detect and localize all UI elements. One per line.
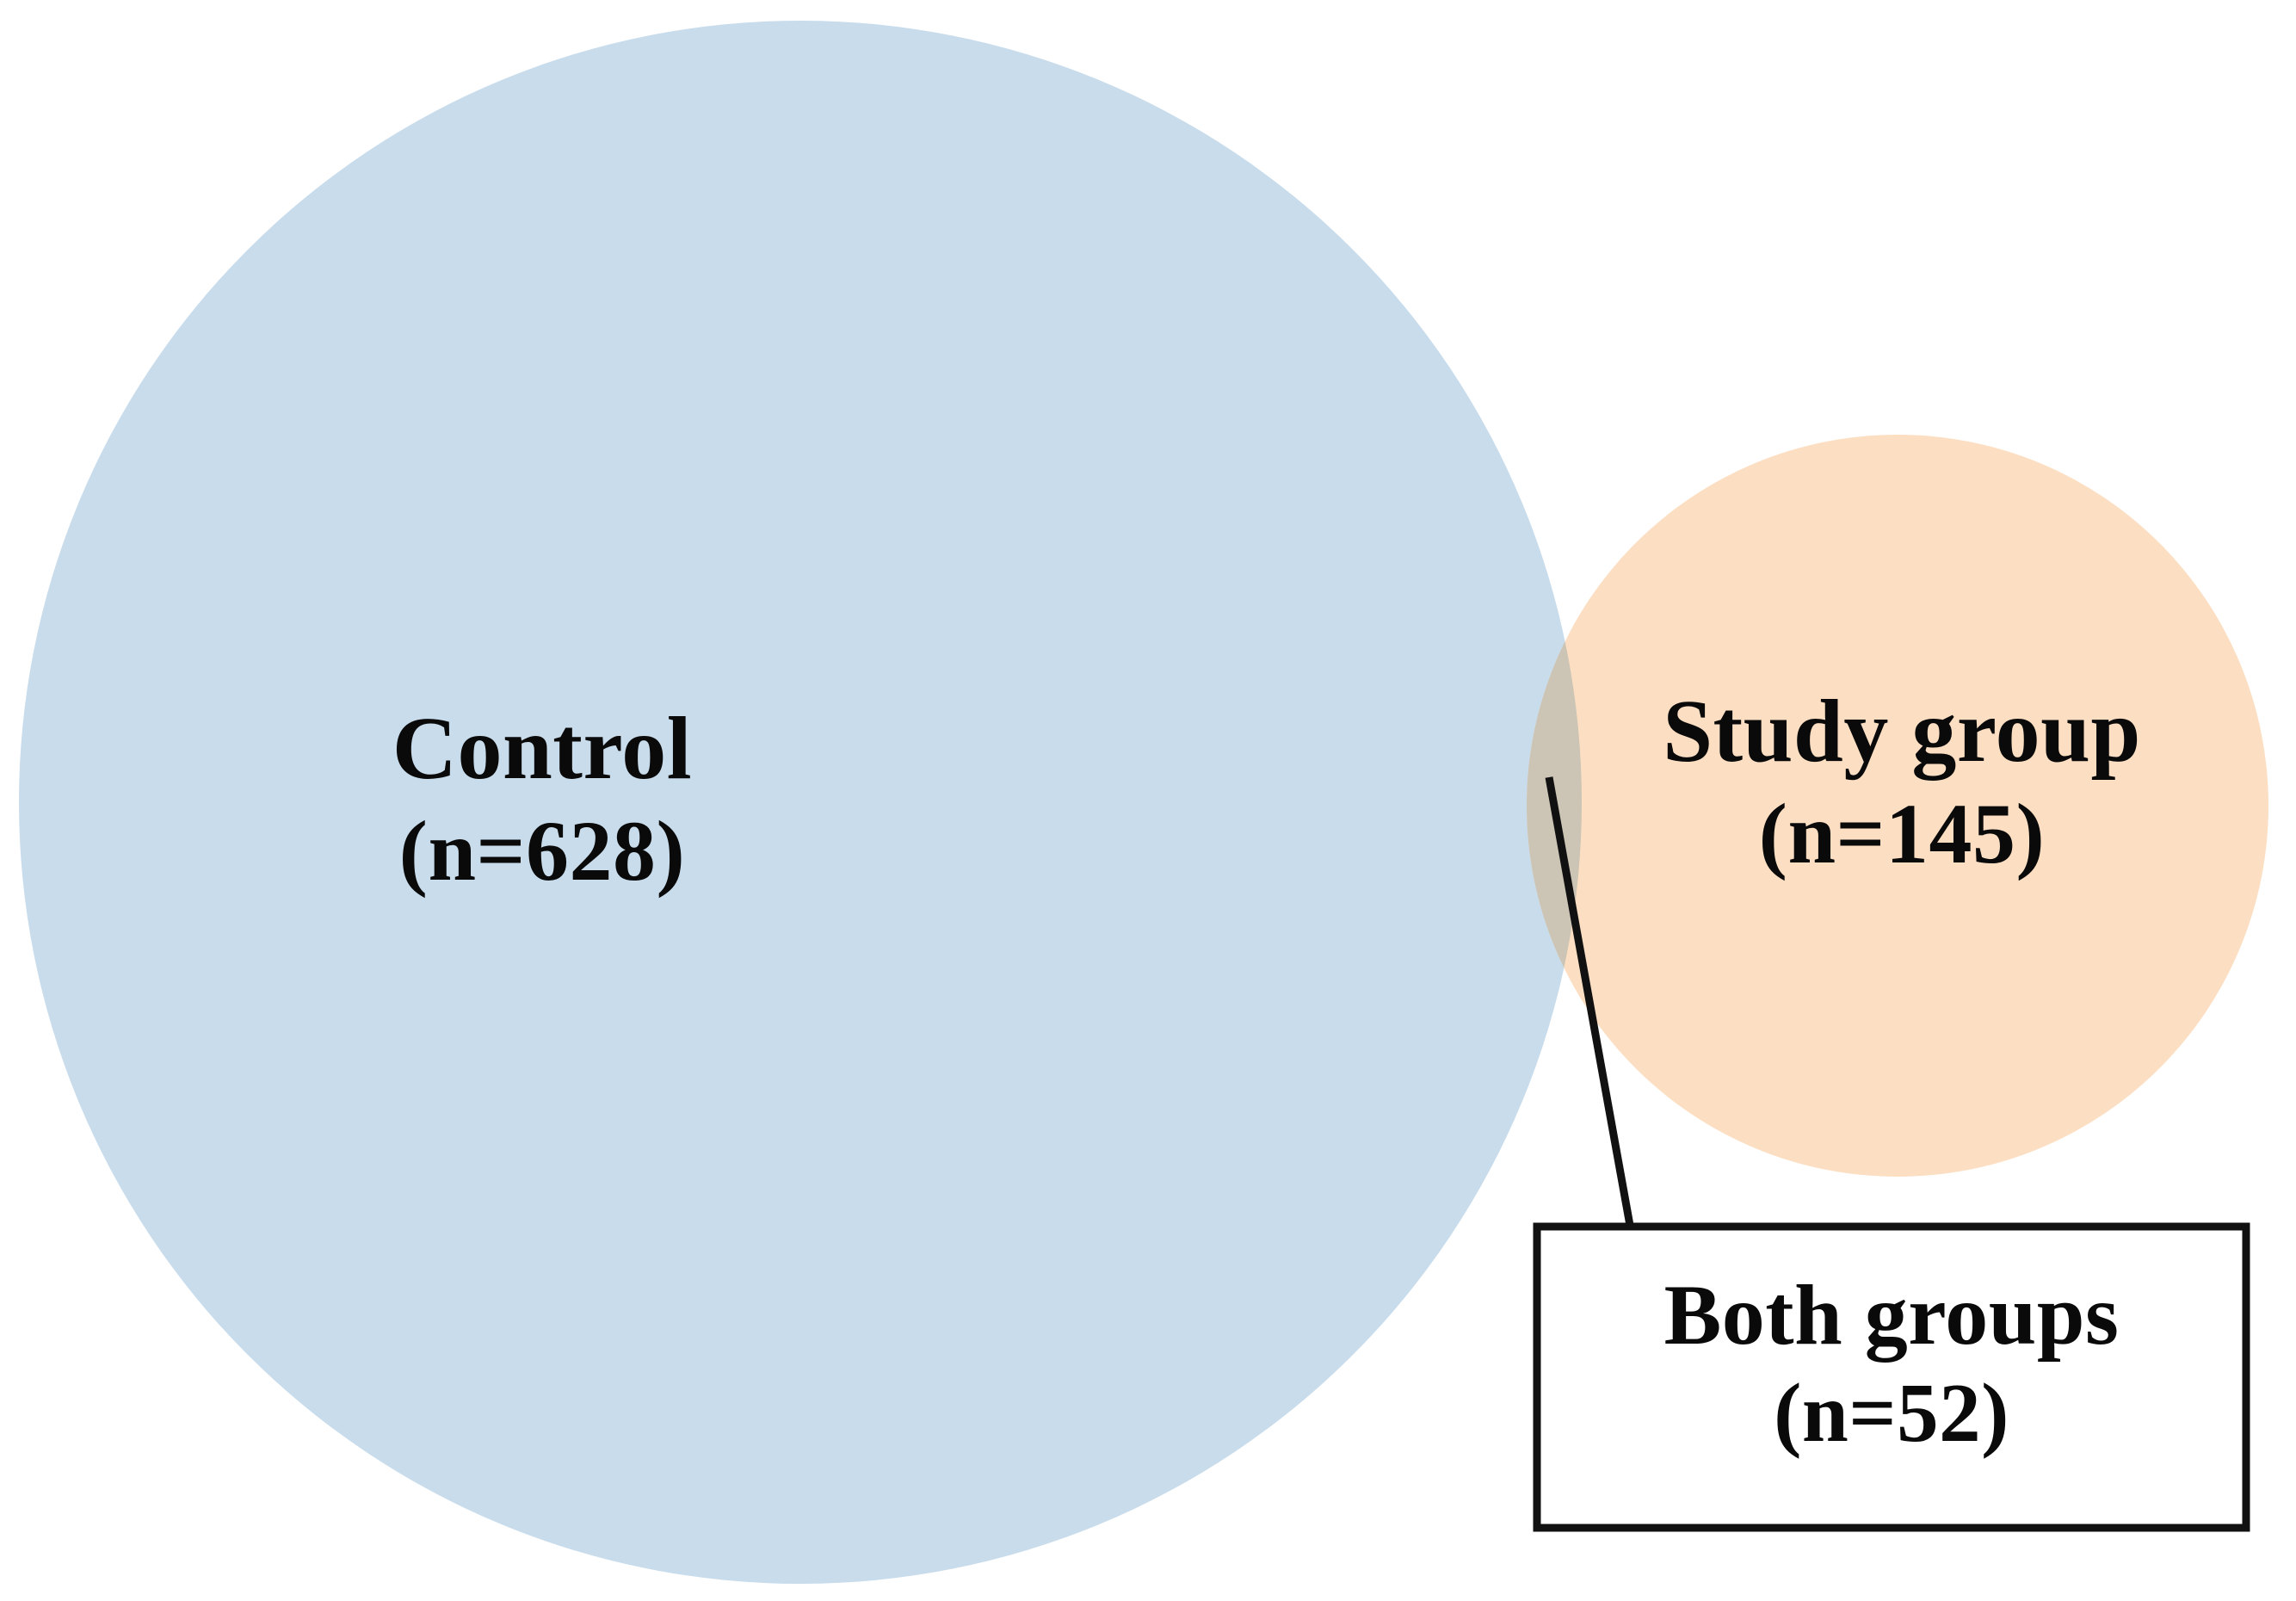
both-groups-title: Both groups	[1663, 1267, 2120, 1363]
both-groups-label: Both groups (n=52)	[1549, 1265, 2234, 1462]
study-group-title: Study group	[1663, 682, 2141, 781]
study-group-label: Study group (n=145)	[1575, 680, 2229, 884]
control-title: Control	[392, 699, 693, 798]
both-groups-callout-box	[1533, 1222, 2250, 1532]
control-count: (n=628)	[398, 802, 686, 899]
both-groups-count: (n=52)	[1774, 1367, 2009, 1459]
control-label: Control (n=628)	[198, 697, 886, 901]
control-circle	[19, 21, 1582, 1584]
both-groups-leader-line	[1545, 776, 1635, 1231]
study-group-circle	[1527, 435, 2268, 1177]
study-group-count: (n=145)	[1758, 785, 2046, 881]
